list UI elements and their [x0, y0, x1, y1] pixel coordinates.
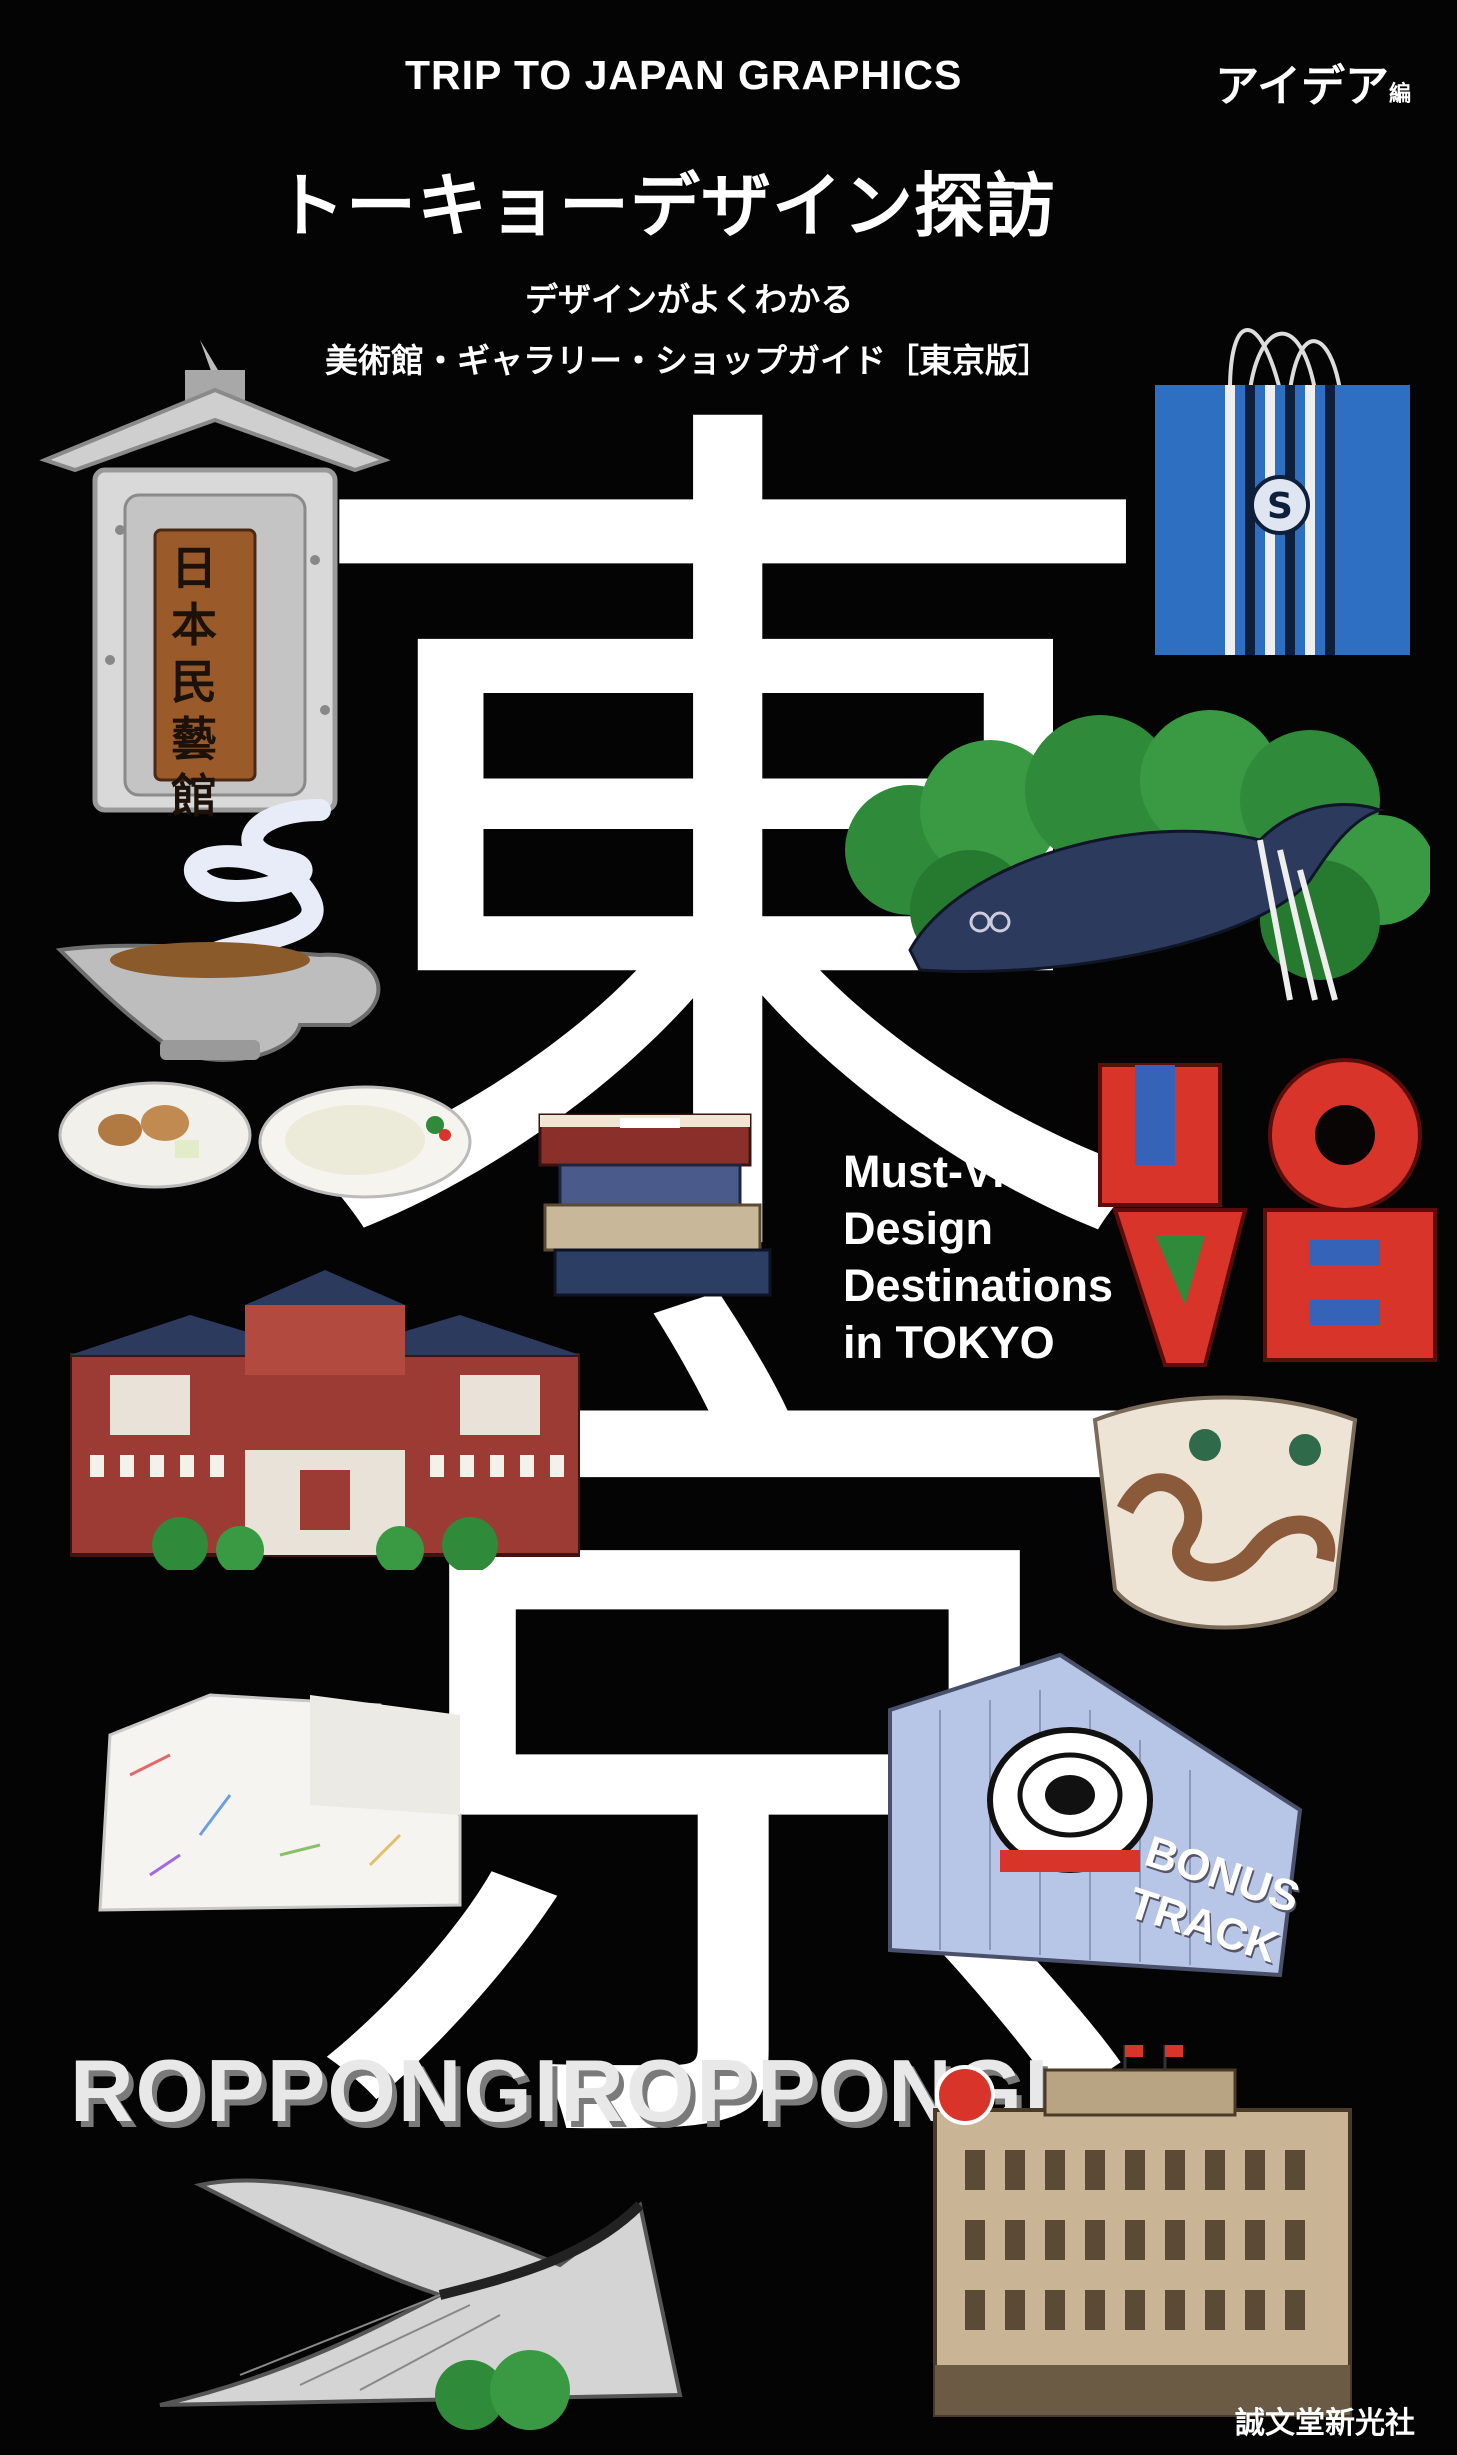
editor-credit: アイデア編 [1215, 50, 1411, 114]
mingeikan-sign-text: 日本民藝館 [171, 541, 217, 823]
roppongi-sign: ROPPONGIROPPONGI [70, 2041, 1051, 2140]
book-stack-illustration [538, 1113, 772, 1297]
english-title-line: Must-Visit [843, 1146, 1058, 1197]
english-title: Must-Visit Design Destinations in TOKYO [843, 1143, 1113, 1371]
english-title-line: Design [843, 1203, 994, 1254]
potato-plate-illustration [58, 1081, 252, 1189]
svg-text:S: S [1267, 486, 1293, 527]
series-title: TRIP TO JAPAN GRAPHICS [405, 52, 963, 98]
whale-in-forest-illustration [845, 710, 1430, 1001]
subtitle-line-1: デザインがよくわかる [525, 280, 854, 319]
subtitle-line-2: 美術館・ギャラリー・ショップガイド［東京版］ [325, 341, 1051, 380]
editor-suffix: 編 [1388, 82, 1411, 107]
curry-gravy-boat-illustration [55, 799, 381, 1062]
tokyo-station-illustration [70, 1270, 580, 1570]
patterned-sofa-illustration [98, 1693, 462, 1912]
mingeikan-sign-illustration [39, 340, 391, 813]
yoyogi-gymnasium-illustration [159, 2178, 683, 2430]
english-title-line: Destinations [843, 1260, 1114, 1311]
rice-plate-illustration [258, 1085, 472, 1199]
publisher-name: 誠文堂新光社 [1235, 2406, 1415, 2441]
shopping-bag-illustration: S [1155, 328, 1410, 655]
pine-bowl-illustration [1092, 1395, 1358, 1630]
department-store-illustration [933, 2045, 1352, 2417]
bonus-track-building-illustration [888, 1652, 1303, 1978]
book-title: トーキョーデザイン探訪 [275, 165, 1056, 247]
editor-brand: アイデア [1215, 61, 1389, 112]
love-sculpture-illustration [1098, 1058, 1437, 1367]
english-title-line: in TOKYO [843, 1317, 1055, 1368]
